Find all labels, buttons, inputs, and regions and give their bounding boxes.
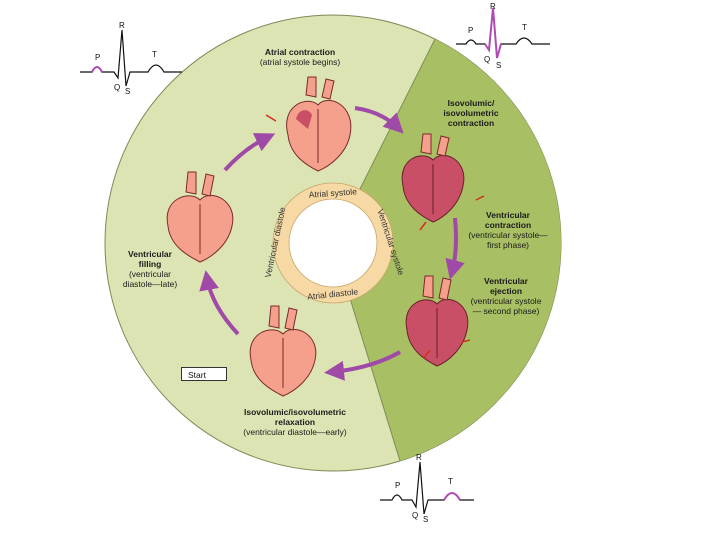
ecg-b-q: Q [412, 511, 418, 520]
ecg-tr-t: T [522, 23, 527, 32]
heart-isovolumic-relaxation [249, 305, 317, 397]
ecg-tr-p: P [468, 26, 473, 35]
cycle-arrow-1 [354, 106, 404, 134]
label-ventricular-contraction: Ventricular contraction (ventricular sys… [468, 210, 548, 250]
ecg-tl-t: T [152, 50, 157, 59]
cycle-arrow-5 [223, 133, 276, 172]
ecg-tr-q: Q [484, 55, 490, 64]
ecg-tl-r: R [119, 21, 125, 30]
label-ventricular-filling: Ventricular filling (ventricular diastol… [122, 249, 178, 289]
ring-label-atrial-systole: Atrial systole [308, 186, 357, 199]
ecg-trace-top-right: P R T Q S [456, 2, 550, 70]
heart-ventricular-ejection [405, 275, 469, 367]
ecg-trace-top-left: P R T Q S [80, 21, 182, 96]
label-ventricular-ejection: Ventricular ejection (ventricular systol… [470, 276, 542, 316]
cycle-arrow-3 [324, 350, 401, 381]
ecg-tr-r: R [490, 2, 496, 11]
start-marker: Start [181, 367, 227, 381]
ecg-b-r: R [416, 453, 422, 462]
heart-atrial-contraction [286, 76, 352, 172]
cycle-arrow-4 [199, 270, 240, 336]
cycle-arrow-2 [445, 217, 465, 280]
ecg-tl-p: P [95, 53, 100, 62]
heart-isovolumic-contraction [401, 133, 465, 223]
label-isovolumic-relaxation: Isovolumic/isovolumetric relaxation (ven… [243, 407, 347, 437]
ecg-b-t: T [448, 477, 453, 486]
label-isovolumic-contraction: Isovolumic/ isovolumetric contraction [443, 98, 499, 128]
ecg-trace-bottom: P R T Q S [380, 453, 474, 524]
ecg-tl-q: Q [114, 83, 120, 92]
ecg-b-p: P [395, 481, 400, 490]
pressure-arrows [265, 114, 485, 359]
ecg-b-s: S [423, 515, 428, 524]
heart-ventricular-filling [166, 171, 234, 263]
ecg-tl-s: S [125, 87, 130, 96]
ecg-tr-s: S [496, 61, 501, 70]
phase-ring [273, 183, 393, 303]
label-atrial-contraction: Atrial contraction (atrial systole begin… [259, 47, 341, 67]
ring-center [288, 198, 378, 288]
ring-outer-edge [272, 182, 394, 304]
